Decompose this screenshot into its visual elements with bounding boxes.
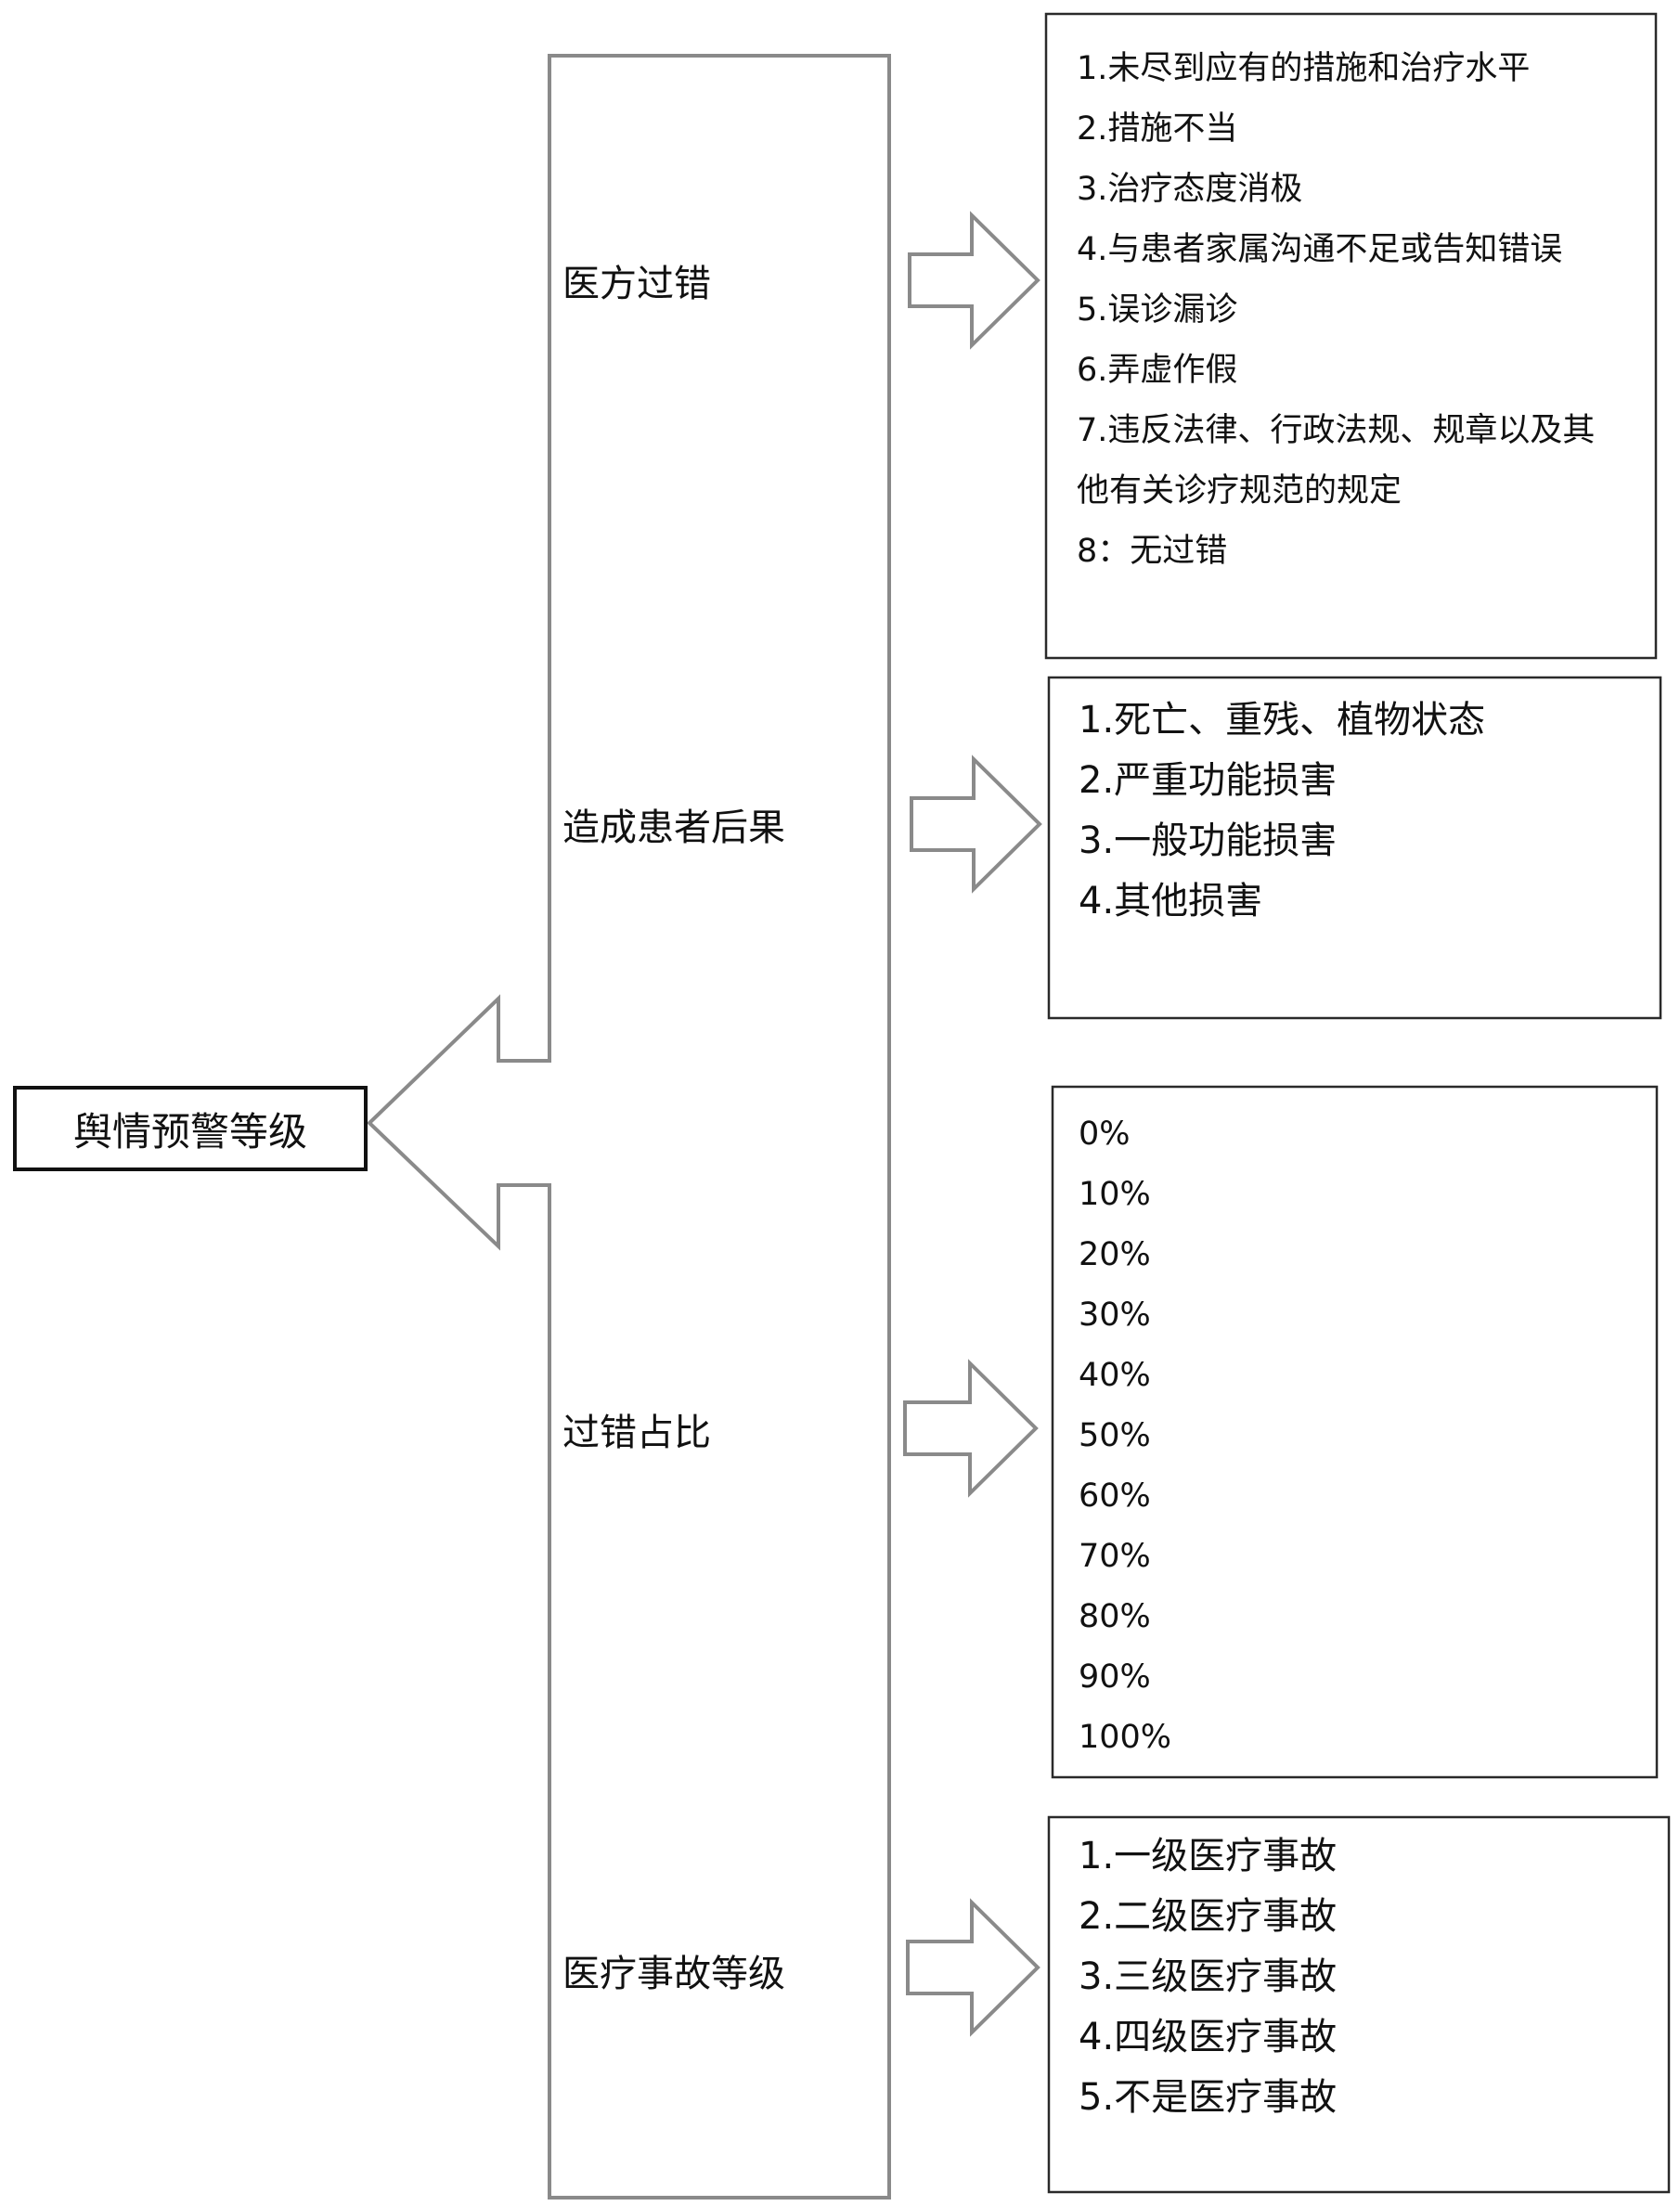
list-item: 1.一级医疗事故: [1079, 1835, 1338, 1877]
consequences-list: 1.死亡、重残、植物状态 2.严重功能损害 3.一般功能损害 4.其他损害: [1079, 690, 1485, 932]
list-item: 他有关诊疗规范的规定: [1077, 472, 1402, 510]
list-item: 80%: [1079, 1598, 1151, 1635]
list-item: 5.不是医疗事故: [1079, 2076, 1338, 2119]
list-item: 3.一般功能损害: [1079, 819, 1338, 862]
list-item: 4.四级医疗事故: [1079, 2016, 1338, 2058]
list-item: 1.死亡、重残、植物状态: [1079, 699, 1486, 742]
list-item: 90%: [1079, 1658, 1151, 1696]
list-item: 20%: [1079, 1236, 1151, 1273]
list-item: 2.二级医疗事故: [1079, 1895, 1338, 1938]
list-item: 50%: [1079, 1417, 1151, 1454]
list-item: 2.严重功能损害: [1079, 759, 1338, 802]
list-item: 4.与患者家属沟通不足或告知错误: [1077, 231, 1563, 268]
list-item: 3.治疗态度消极: [1077, 171, 1303, 208]
box-consequences: [1047, 676, 1662, 1020]
arrow-errors: [908, 211, 1040, 350]
arrow-ratios: [903, 1359, 1039, 1498]
box-accidents: [1047, 1815, 1671, 2194]
category-label-consequences: 造成患者后果: [562, 806, 785, 849]
list-item: 8：无过错: [1077, 533, 1228, 570]
category-label-errors: 医方过错: [562, 263, 711, 305]
list-item: 0%: [1079, 1116, 1131, 1153]
list-item: 7.违反法律、行政法规、规章以及其: [1077, 412, 1596, 449]
list-item: 60%: [1079, 1477, 1151, 1515]
accidents-list: 1.一级医疗事故 2.二级医疗事故 3.三级医疗事故 4.四级医疗事故 5.不是医疗事故: [1079, 1826, 1337, 2128]
root-label: 舆情预警等级: [72, 1108, 307, 1155]
list-item: 6.弄虚作假: [1077, 352, 1238, 389]
box-ratios: [1051, 1085, 1659, 1779]
list-item: 40%: [1079, 1357, 1151, 1394]
arrow-consequences: [910, 755, 1042, 894]
arrow-accidents: [906, 1898, 1040, 2037]
list-item: 1.未尽到应有的措施和治疗水平: [1077, 50, 1531, 87]
box-errors: [1044, 12, 1658, 660]
category-label-ratios: 过错占比: [562, 1412, 711, 1454]
errors-list: 1.未尽到应有的措施和治疗水平 2.措施不当 3.治疗态度消极 4.与患者家属沟通不足…: [1077, 39, 1595, 582]
list-item: 10%: [1079, 1176, 1151, 1213]
ratios-list: 0% 10% 20% 30% 40% 50% 60% 70% 80% 90% 100%: [1079, 1104, 1171, 1768]
list-item: 2.措施不当: [1077, 110, 1238, 148]
list-item: 30%: [1079, 1297, 1151, 1334]
category-label-accidents: 医疗事故等级: [562, 1953, 785, 1995]
list-item: 100%: [1079, 1719, 1172, 1756]
main-left-arrow: [367, 54, 891, 2200]
list-item: 70%: [1079, 1538, 1151, 1575]
root-box: [13, 1086, 368, 1171]
list-item: 4.其他损害: [1079, 880, 1263, 922]
list-item: 3.三级医疗事故: [1079, 1955, 1338, 1998]
list-item: 5.误诊漏诊: [1077, 291, 1238, 329]
